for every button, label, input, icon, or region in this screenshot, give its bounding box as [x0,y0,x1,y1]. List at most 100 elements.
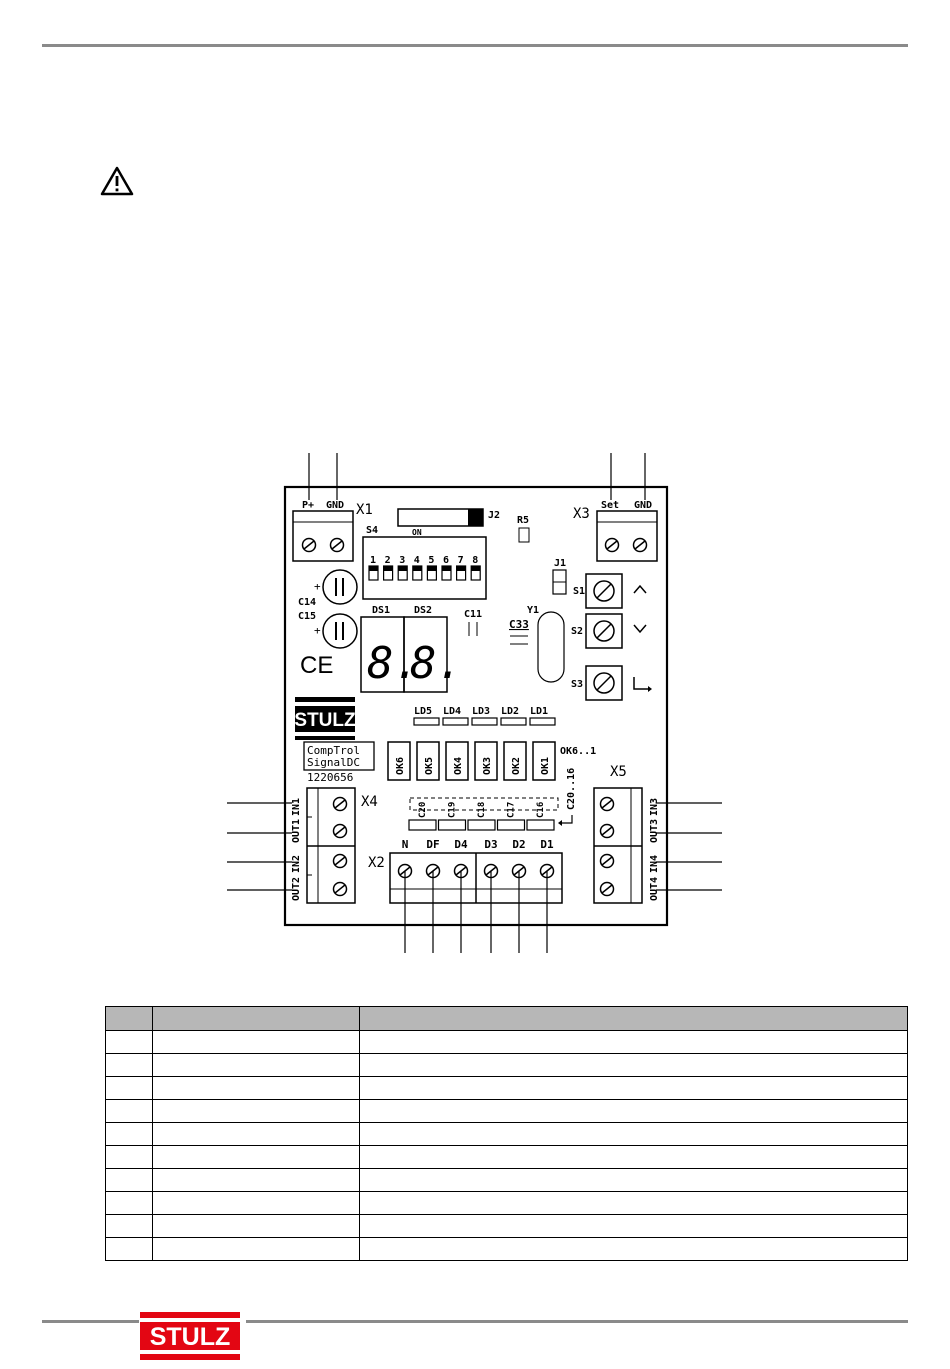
table-cell [152,1168,360,1192]
table-cell [105,1237,153,1261]
svg-text:S1: S1 [573,586,585,597]
table-header-cell [105,1006,153,1031]
svg-text:Set: Set [601,500,619,511]
svg-text:GND: GND [326,500,344,511]
x5-label: IN4 [649,855,660,873]
svg-text:X2: X2 [368,855,385,871]
seven-segment-displays: DS1 DS2 8. 8. [360,605,463,693]
table-cell [359,1237,908,1261]
ce-mark: CE [300,652,333,679]
table-row [105,1076,908,1100]
led [442,717,469,726]
table-cell [152,1099,360,1123]
table-cell [152,1214,360,1238]
capacitor-label: C19 [448,802,458,818]
x4-label: IN2 [291,855,302,873]
table-row [105,1214,908,1238]
svg-text:1220656: 1220656 [307,771,353,784]
svg-text:C11: C11 [464,609,482,620]
svg-text:X1: X1 [356,502,373,518]
relay-label: OK3 [482,757,493,775]
svg-text:STULZ: STULZ [150,1323,231,1351]
svg-text:+: + [314,624,321,637]
led [471,717,498,726]
led-label: LD3 [472,706,490,717]
led-label: LD1 [530,706,548,717]
led-label: LD4 [443,706,461,717]
svg-text:CompTrol: CompTrol [307,744,360,757]
capacitor-label: C18 [477,802,487,818]
board-stulz-logo: STULZ [294,697,356,740]
table-cell [105,1168,153,1192]
relay [445,741,469,781]
x2-label: D2 [512,838,525,851]
table-row [105,1237,908,1261]
x5-label: OUT3 [649,819,660,843]
table-header-cell [152,1006,360,1031]
table-cell [359,1122,908,1146]
table-header-row [105,1006,908,1031]
stulz-logo: STULZ [140,1312,240,1360]
footer-rule-right [246,1320,908,1323]
svg-text:+: + [314,580,321,593]
svg-text:8.: 8. [367,638,420,689]
table-cell [359,1076,908,1100]
table-cell [359,1168,908,1192]
capacitor-label: C16 [536,802,546,818]
top-callouts [308,453,646,500]
capacitor [526,819,555,831]
svg-text:X3: X3 [573,506,590,522]
table-row [105,1122,908,1146]
x4-label: OUT1 [291,819,302,843]
led [529,717,556,726]
relay [532,741,556,781]
reference-table [105,1006,908,1261]
svg-text:C14: C14 [298,597,316,608]
svg-text:S3: S3 [571,679,583,690]
table-cell [359,1214,908,1238]
svg-text:P+: P+ [302,500,314,511]
led [413,717,440,726]
svg-text:DS2: DS2 [414,605,432,616]
svg-text:C33: C33 [509,618,529,631]
table-row [105,1030,908,1054]
dip-number: 3 [399,555,405,566]
dip-number: 6 [443,555,449,566]
push-buttons: S1 S2 S3 [571,573,652,701]
table-cell [105,1076,153,1100]
dip-number: 7 [458,555,464,566]
footer-rule-left [42,1320,139,1323]
terminal-x1: P+ GND X1 [292,500,373,562]
table-cell [152,1145,360,1169]
svg-text:R5: R5 [517,515,529,526]
table-cell [105,1145,153,1169]
svg-text:OK6..1: OK6..1 [560,746,596,757]
capacitor-label: C17 [507,802,517,818]
relay [503,741,527,781]
capacitor [408,819,437,831]
capacitor [437,819,467,831]
dip-number: 2 [385,555,391,566]
table-cell [105,1053,153,1077]
warning-icon [100,166,134,196]
board-outline [283,485,669,927]
table-header-cell [359,1006,908,1031]
relay-label: OK5 [424,757,435,775]
svg-text:ON: ON [412,528,422,537]
dip-number: 5 [428,555,434,566]
table-row [105,1145,908,1169]
svg-text:GND: GND [634,500,652,511]
svg-text:X5: X5 [610,764,627,780]
table-cell [359,1191,908,1215]
table-cell [359,1099,908,1123]
table-row [105,1099,908,1123]
table-cell [359,1053,908,1077]
dip-number: 1 [370,555,376,566]
svg-text:SignalDC: SignalDC [307,756,360,769]
